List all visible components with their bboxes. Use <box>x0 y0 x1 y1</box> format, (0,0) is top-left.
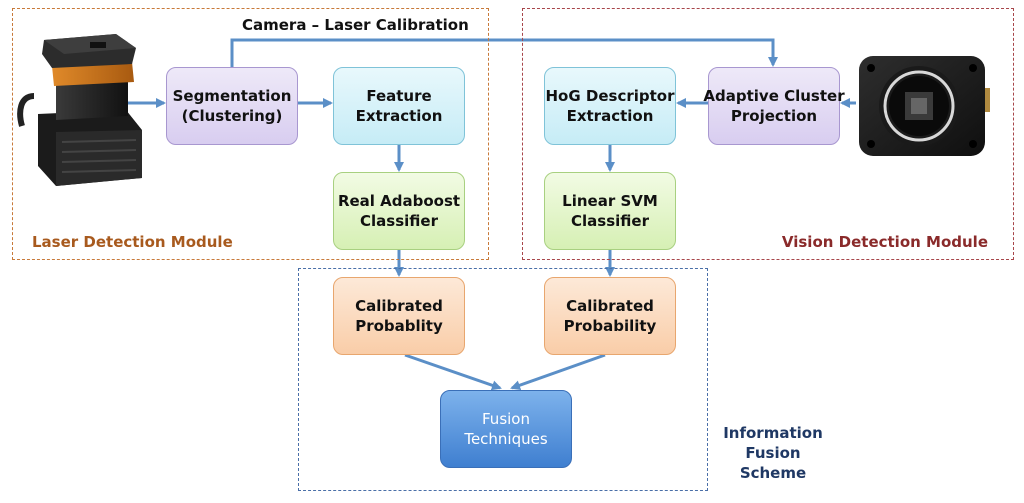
calibration-title: Camera – Laser Calibration <box>242 16 469 34</box>
feature-extraction-box: Feature Extraction <box>333 67 465 145</box>
fusion-techniques-box: Fusion Techniques <box>440 390 572 468</box>
information-fusion-scheme <box>298 268 708 491</box>
arrow-calib1-to-fusion <box>404 353 502 391</box>
vision-detection-module <box>522 8 1014 260</box>
adaptive-cluster-box: Adaptive Cluster Projection <box>703 67 845 145</box>
camera-icon <box>859 56 990 156</box>
laser-module-label: Laser Detection Module <box>32 233 233 251</box>
adaboost-classifier-box: Real Adaboost Classifier <box>333 172 465 250</box>
calibrated-probability-vision-box: Calibrated Probability <box>544 277 676 355</box>
arrow-calibration <box>230 38 778 67</box>
vision-module-label: Vision Detection Module <box>781 233 988 251</box>
segmentation-box: Segmentation (Clustering) <box>166 67 298 145</box>
laser-scanner-icon <box>17 34 142 186</box>
calibrated-probability-laser-box: Calibrated Probablity <box>333 277 465 355</box>
fusion-module-label: Information Fusion Scheme <box>723 424 823 482</box>
laser-detection-module <box>12 8 489 260</box>
arrow-calib2-to-fusion <box>510 353 606 391</box>
svm-classifier-box: Linear SVM Classifier <box>544 172 676 250</box>
hog-descriptor-box: HoG Descriptor Extraction <box>544 67 676 145</box>
